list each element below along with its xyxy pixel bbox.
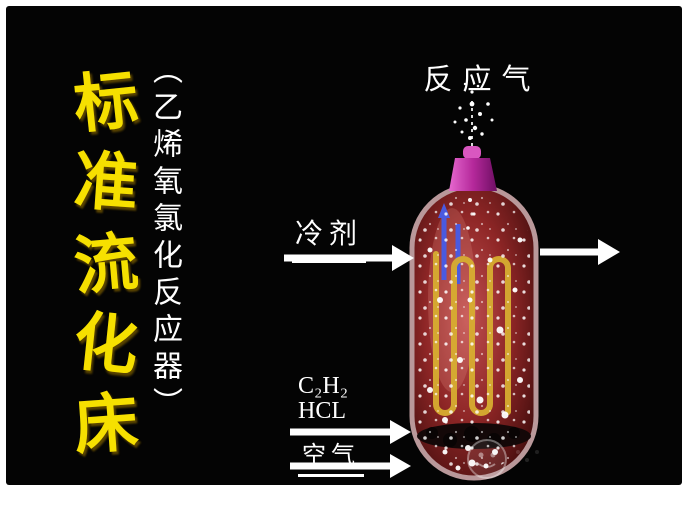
label-reaction-gas: 反应气: [423, 64, 541, 96]
slide-background: [6, 6, 682, 485]
label-c2h2: C₂H₂: [298, 373, 349, 399]
subtitle-vertical: （乙烯氧氯化反应器）: [147, 54, 182, 424]
label-air: 空气: [298, 433, 364, 477]
label-coolant: 冷剂: [292, 212, 367, 263]
label-feed-block: C₂H₂ HCL: [296, 373, 364, 433]
nozzle: [449, 146, 497, 191]
air-inlet-arrow: [290, 454, 411, 478]
watermark-logo: [467, 439, 539, 479]
fluidized-particles: [418, 192, 530, 472]
outlet-arrow: [540, 239, 620, 265]
coolant-inlet-arrow: [284, 245, 414, 271]
label-hcl: HCL: [298, 398, 346, 425]
